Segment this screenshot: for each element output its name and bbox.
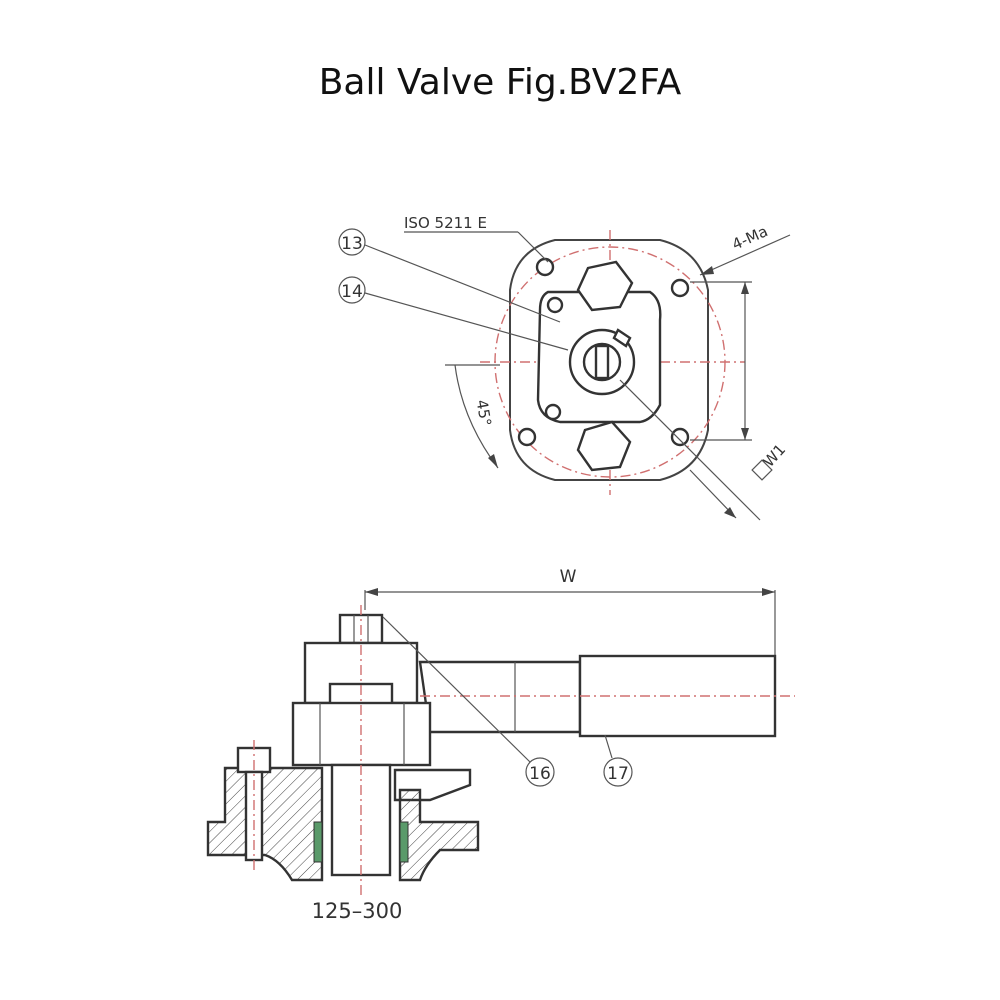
seal-right <box>399 821 409 863</box>
bracket-hole-upper <box>546 296 564 314</box>
callout-16-circle <box>525 757 555 787</box>
page-title: Ball Valve Fig.BV2FA <box>318 62 682 103</box>
body-section-right <box>398 788 480 882</box>
callout-17: 17 <box>607 764 629 784</box>
holes-label: 4-Ma <box>729 222 770 254</box>
lever-arm <box>418 660 582 734</box>
iso-label: ISO 5211 E <box>404 214 487 232</box>
stem-slot <box>594 344 610 380</box>
stop-pin <box>612 328 632 348</box>
square-symbol <box>751 459 773 481</box>
angle-label: 45° <box>473 398 495 427</box>
bolt-hole-bottom-right <box>670 427 690 447</box>
callout-13-circle <box>338 228 366 256</box>
hex-nut-bottom <box>576 420 632 472</box>
body-section-left <box>206 766 324 882</box>
bolt-hole-top-right <box>670 278 690 298</box>
callout-14-circle <box>338 276 366 304</box>
callout-14: 14 <box>341 282 363 302</box>
side-view: W 16 <box>206 567 795 923</box>
size-range-label: 125–300 <box>312 899 403 923</box>
bolt-hole-top-left <box>535 257 555 277</box>
bolt-hole-bottom-left <box>517 427 537 447</box>
callout-16: 16 <box>529 764 551 784</box>
flats-leader <box>619 379 761 521</box>
bracket-hole-lower <box>544 403 562 421</box>
top-view: ISO 5211 E 4-Ma 45° W1 13 14 <box>338 214 791 521</box>
seal-left <box>313 821 323 863</box>
flats-label: W1 <box>760 441 790 471</box>
hex-nut-top <box>576 260 634 312</box>
callout-13: 13 <box>341 234 363 254</box>
width-label: W <box>560 567 577 587</box>
callout-17-circle <box>603 757 633 787</box>
flange-outline <box>509 239 709 481</box>
